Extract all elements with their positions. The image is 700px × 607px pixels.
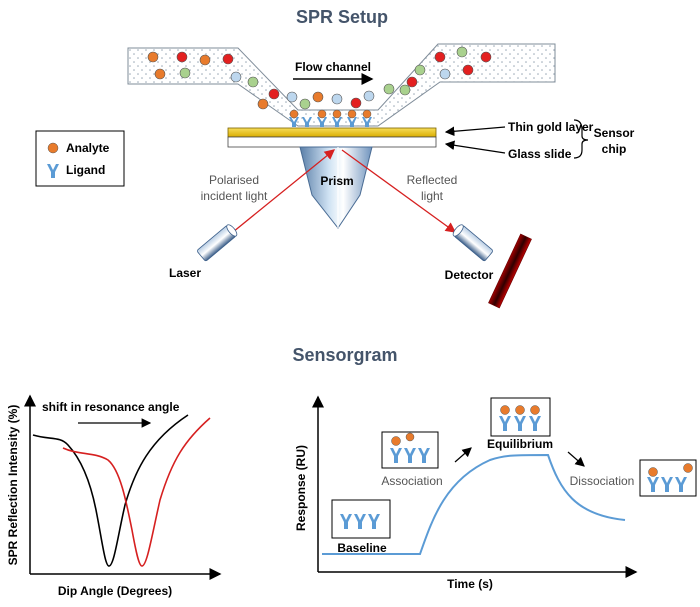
gold-pointer-arrow bbox=[444, 126, 506, 137]
equilibrium-label: Equilibrium bbox=[487, 437, 553, 451]
dissociation-ligands bbox=[647, 463, 693, 492]
dip-x-label: Dip Angle (Degrees) bbox=[58, 584, 172, 598]
detector-sensor-icon bbox=[452, 224, 493, 262]
association-arrow bbox=[454, 447, 472, 463]
dip-annotation: shift in resonance angle bbox=[42, 400, 180, 414]
association-ligands bbox=[390, 432, 430, 463]
bound-ligands bbox=[289, 109, 372, 127]
analyte-icon bbox=[47, 142, 59, 154]
dip-curve-before bbox=[32, 414, 189, 567]
flow-particles bbox=[147, 46, 492, 110]
dissociation-label: Dissociation bbox=[570, 474, 635, 488]
laser-icon bbox=[197, 224, 238, 262]
association-label: Association bbox=[381, 474, 442, 488]
dissociation-arrow bbox=[567, 451, 585, 467]
legend-analyte-label: Analyte bbox=[66, 141, 110, 155]
equilibrium-ligands bbox=[499, 405, 541, 431]
incident-light-label-2: incident light bbox=[201, 189, 268, 203]
sensor-chip-label-1: Sensor bbox=[594, 126, 635, 140]
detector-plate-icon bbox=[488, 233, 532, 309]
glass-slide-label: Glass slide bbox=[508, 147, 572, 161]
incident-light-label-1: Polarised bbox=[209, 173, 259, 187]
incident-light-beam bbox=[232, 149, 336, 233]
reflected-light-label-2: light bbox=[421, 189, 444, 203]
reflected-light-beam bbox=[341, 149, 457, 233]
prism bbox=[299, 146, 373, 229]
dip-curve-after bbox=[62, 417, 211, 567]
prism-label: Prism bbox=[320, 174, 353, 188]
sensorgram-x-label: Time (s) bbox=[447, 577, 493, 591]
gold-layer bbox=[227, 127, 437, 138]
legend-box bbox=[35, 130, 125, 187]
flow-channel-label: Flow channel bbox=[295, 60, 371, 74]
dip-y-label: SPR Reflection Intensity (%) bbox=[6, 405, 20, 566]
laser-label: Laser bbox=[169, 266, 201, 280]
sensorgram-title: Sensorgram bbox=[292, 345, 397, 365]
setup-title: SPR Setup bbox=[296, 7, 388, 27]
flow-channel bbox=[127, 43, 556, 127]
sensor-chip-brace bbox=[573, 119, 589, 159]
reflected-light-label-1: Reflected bbox=[407, 173, 458, 187]
baseline-label: Baseline bbox=[337, 541, 387, 555]
ligand-icon bbox=[47, 164, 59, 178]
sensorgram-curve bbox=[322, 453, 626, 555]
sensorgram-y-label: Response (RU) bbox=[294, 445, 308, 531]
glass-slide bbox=[227, 136, 437, 148]
gold-layer-label: Thin gold layer bbox=[508, 120, 594, 134]
legend-ligand-label: Ligand bbox=[66, 163, 105, 177]
sensor-chip-label-2: chip bbox=[602, 142, 627, 156]
detector-label: Detector bbox=[445, 268, 494, 282]
glass-pointer-arrow bbox=[444, 140, 506, 154]
baseline-ligands bbox=[340, 514, 380, 529]
